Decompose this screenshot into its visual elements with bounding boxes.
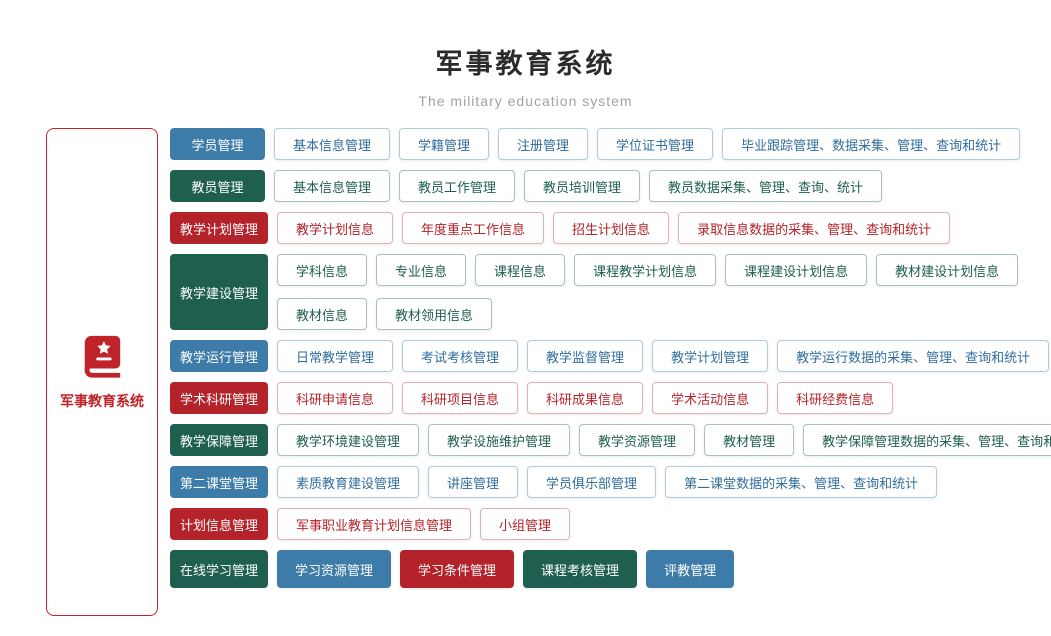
item-button[interactable]: 注册管理 — [498, 128, 589, 160]
item-button[interactable]: 教员培训管理 — [524, 170, 641, 202]
item-button[interactable]: 教学计划信息 — [277, 212, 394, 244]
item-button[interactable]: 学习资源管理 — [277, 550, 392, 588]
row-academic-research-management: 学术科研管理科研申请信息科研项目信息科研成果信息学术活动信息科研经费信息 — [170, 382, 1051, 414]
item-button[interactable]: 军事职业教育计划信息管理 — [277, 508, 472, 540]
item-button[interactable]: 课程教学计划信息 — [574, 254, 717, 286]
item-button[interactable]: 评教管理 — [646, 550, 735, 588]
page-subtitle: The military education system — [418, 93, 633, 109]
item-button[interactable]: 课程信息 — [475, 254, 566, 286]
book-star-icon — [84, 335, 121, 378]
item-button[interactable]: 录取信息数据的采集、管理、查询和统计 — [678, 212, 951, 244]
item-line: 基本信息管理教员工作管理教员培训管理教员数据采集、管理、查询、统计 — [274, 170, 883, 202]
category-button-online-learning-management[interactable]: 在线学习管理 — [170, 550, 269, 588]
item-line: 教学计划信息年度重点工作信息招生计划信息录取信息数据的采集、管理、查询和统计 — [277, 212, 951, 244]
item-button[interactable]: 学术活动信息 — [652, 382, 769, 414]
row-teaching-plan-management: 教学计划管理教学计划信息年度重点工作信息招生计划信息录取信息数据的采集、管理、查… — [170, 212, 1051, 244]
item-line: 学习资源管理学习条件管理课程考核管理评教管理 — [277, 550, 735, 588]
item-line: 素质教育建设管理讲座管理学员俱乐部管理第二课堂数据的采集、管理、查询和统计 — [277, 466, 938, 498]
category-button-second-classroom-management[interactable]: 第二课堂管理 — [170, 466, 269, 498]
category-button-teaching-support-management[interactable]: 教学保障管理 — [170, 424, 269, 456]
category-button-teaching-plan-management[interactable]: 教学计划管理 — [170, 212, 269, 244]
page-header: 军事教育系统 The military education system — [0, 0, 1051, 109]
category-button-academic-research-management[interactable]: 学术科研管理 — [170, 382, 269, 414]
category-button-plan-info-management[interactable]: 计划信息管理 — [170, 508, 269, 540]
item-button[interactable]: 年度重点工作信息 — [402, 212, 545, 244]
category-button-teaching-construction-management[interactable]: 教学建设管理 — [170, 254, 269, 330]
item-button[interactable]: 教学环境建设管理 — [277, 424, 420, 456]
item-button[interactable]: 第二课堂数据的采集、管理、查询和统计 — [665, 466, 938, 498]
item-button[interactable]: 教学保障管理数据的采集、管理、查询和统计 — [803, 424, 1051, 456]
item-button[interactable]: 学员俱乐部管理 — [527, 466, 657, 498]
item-button[interactable]: 科研申请信息 — [277, 382, 394, 414]
item-line: 教学环境建设管理教学设施维护管理教学资源管理教材管理教学保障管理数据的采集、管理… — [277, 424, 1051, 456]
item-button[interactable]: 学习条件管理 — [400, 550, 515, 588]
item-button[interactable]: 毕业跟踪管理、数据采集、管理、查询和统计 — [722, 128, 1021, 160]
item-button[interactable]: 教材建设计划信息 — [876, 254, 1019, 286]
row-teaching-construction-management: 教学建设管理学科信息专业信息课程信息课程教学计划信息课程建设计划信息教材建设计划… — [170, 254, 1051, 330]
item-button[interactable]: 招生计划信息 — [553, 212, 670, 244]
item-button[interactable]: 基本信息管理 — [274, 128, 391, 160]
item-button[interactable]: 科研成果信息 — [527, 382, 644, 414]
item-button[interactable]: 教学资源管理 — [579, 424, 696, 456]
row-student-management: 学员管理基本信息管理学籍管理注册管理学位证书管理毕业跟踪管理、数据采集、管理、查… — [170, 128, 1051, 160]
row-teaching-operation-management: 教学运行管理日常教学管理考试考核管理教学监督管理教学计划管理教学运行数据的采集、… — [170, 340, 1051, 372]
item-button[interactable]: 小组管理 — [480, 508, 571, 540]
item-button[interactable]: 专业信息 — [376, 254, 467, 286]
page-title: 军事教育系统 — [435, 49, 616, 79]
main-area: 军事教育系统 学员管理基本信息管理学籍管理注册管理学位证书管理毕业跟踪管理、数据… — [46, 128, 1051, 616]
row-second-classroom-management: 第二课堂管理素质教育建设管理讲座管理学员俱乐部管理第二课堂数据的采集、管理、查询… — [170, 466, 1051, 498]
item-button[interactable]: 考试考核管理 — [402, 340, 519, 372]
item-button[interactable]: 教学监督管理 — [527, 340, 644, 372]
sidebar-label: 军事教育系统 — [60, 393, 144, 409]
item-line: 日常教学管理考试考核管理教学监督管理教学计划管理教学运行数据的采集、管理、查询和… — [277, 340, 1050, 372]
item-button[interactable]: 科研经费信息 — [777, 382, 894, 414]
category-button-teaching-operation-management[interactable]: 教学运行管理 — [170, 340, 269, 372]
item-button[interactable]: 基本信息管理 — [274, 170, 391, 202]
item-button[interactable]: 教材信息 — [277, 298, 368, 330]
item-button[interactable]: 课程建设计划信息 — [725, 254, 868, 286]
item-button[interactable]: 教学运行数据的采集、管理、查询和统计 — [777, 340, 1050, 372]
row-online-learning-management: 在线学习管理学习资源管理学习条件管理课程考核管理评教管理 — [170, 550, 1051, 588]
system-root-panel[interactable]: 军事教育系统 — [46, 128, 158, 616]
item-button[interactable]: 学科信息 — [277, 254, 368, 286]
item-button[interactable]: 教员工作管理 — [399, 170, 516, 202]
category-button-student-management[interactable]: 学员管理 — [170, 128, 265, 160]
item-button[interactable]: 课程考核管理 — [523, 550, 638, 588]
item-line: 教材信息教材领用信息 — [277, 298, 1018, 330]
item-button[interactable]: 教材领用信息 — [376, 298, 493, 330]
row-teaching-support-management: 教学保障管理教学环境建设管理教学设施维护管理教学资源管理教材管理教学保障管理数据… — [170, 424, 1051, 456]
item-line: 科研申请信息科研项目信息科研成果信息学术活动信息科研经费信息 — [277, 382, 894, 414]
item-button[interactable]: 讲座管理 — [428, 466, 519, 498]
row-plan-info-management: 计划信息管理军事职业教育计划信息管理小组管理 — [170, 508, 1051, 540]
item-button[interactable]: 日常教学管理 — [277, 340, 394, 372]
item-button[interactable]: 教材管理 — [704, 424, 795, 456]
item-button[interactable]: 教学设施维护管理 — [428, 424, 571, 456]
rows-container: 学员管理基本信息管理学籍管理注册管理学位证书管理毕业跟踪管理、数据采集、管理、查… — [170, 128, 1051, 588]
item-button[interactable]: 学位证书管理 — [597, 128, 714, 160]
item-button[interactable]: 素质教育建设管理 — [277, 466, 420, 498]
row-teacher-management: 教员管理基本信息管理教员工作管理教员培训管理教员数据采集、管理、查询、统计 — [170, 170, 1051, 202]
item-line: 军事职业教育计划信息管理小组管理 — [277, 508, 571, 540]
item-button[interactable]: 科研项目信息 — [402, 382, 519, 414]
item-button[interactable]: 教学计划管理 — [652, 340, 769, 372]
category-button-teacher-management[interactable]: 教员管理 — [170, 170, 265, 202]
item-button[interactable]: 教员数据采集、管理、查询、统计 — [649, 170, 883, 202]
item-line: 学科信息专业信息课程信息课程教学计划信息课程建设计划信息教材建设计划信息 — [277, 254, 1019, 286]
item-button[interactable]: 学籍管理 — [399, 128, 490, 160]
item-line: 基本信息管理学籍管理注册管理学位证书管理毕业跟踪管理、数据采集、管理、查询和统计 — [274, 128, 1021, 160]
